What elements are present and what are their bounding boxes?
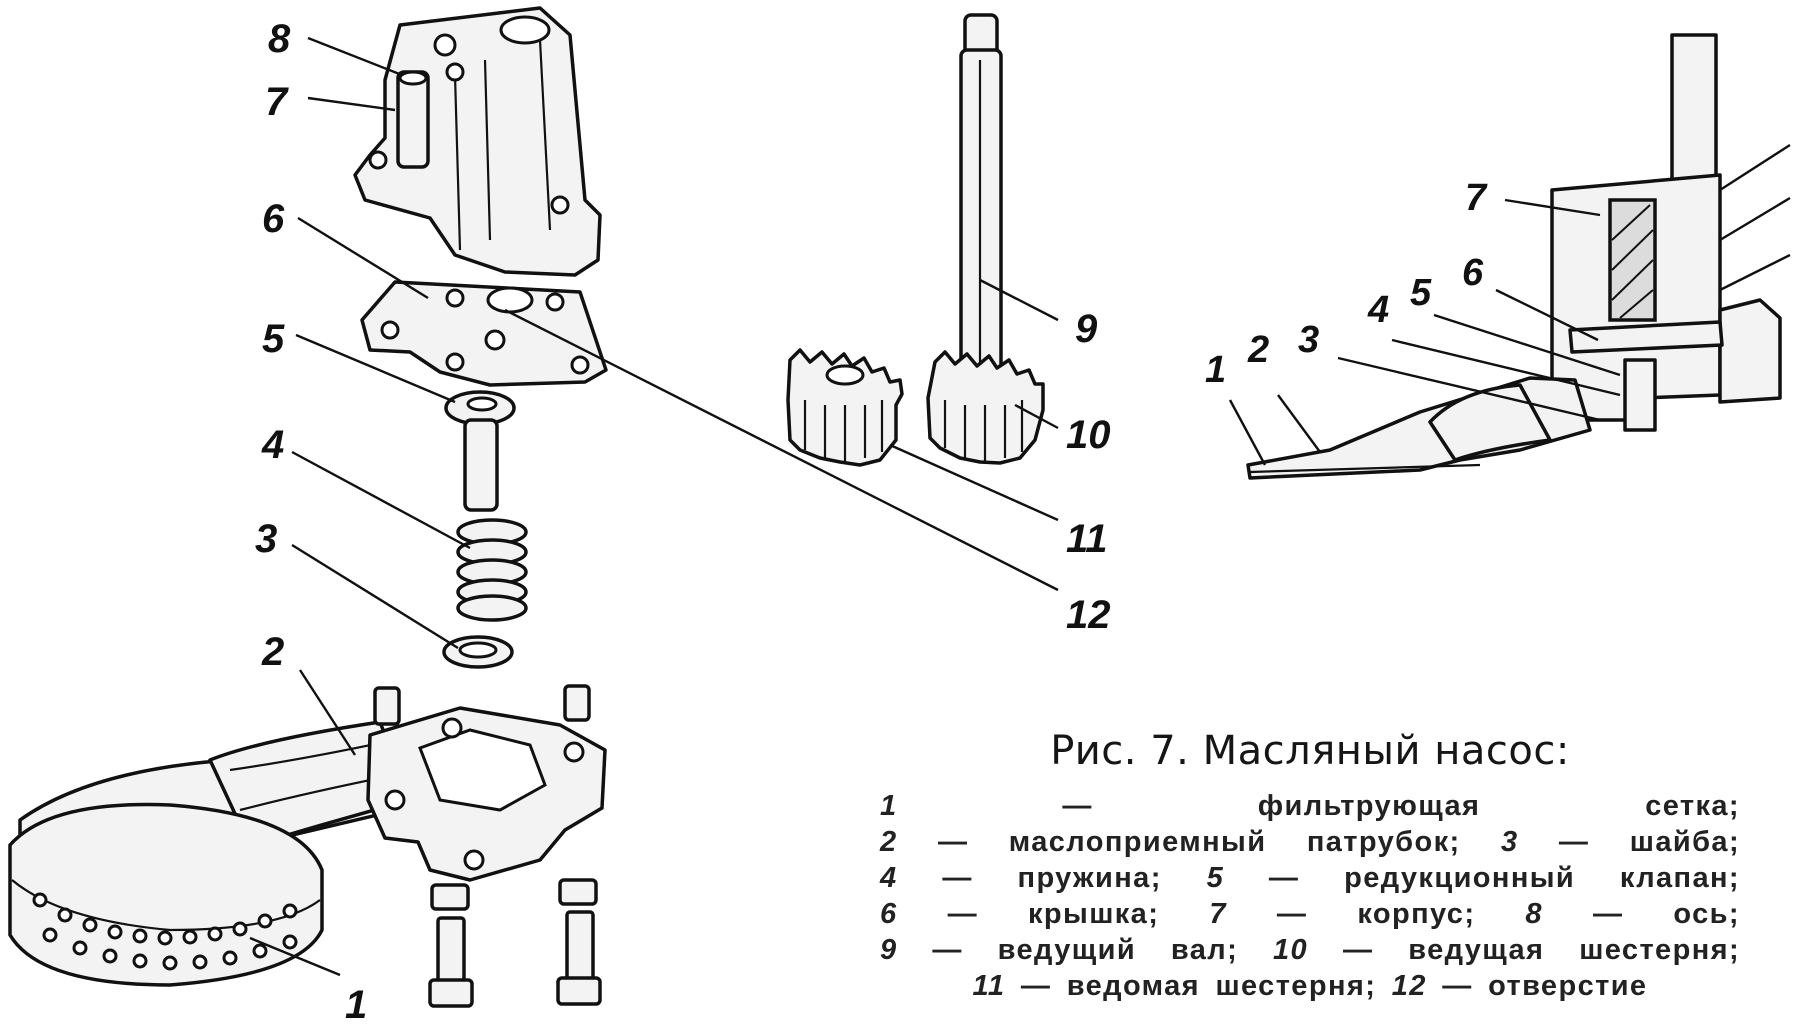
legend-text: пружина xyxy=(1017,862,1151,894)
section-callout-5: 5 xyxy=(1410,272,1432,314)
callout-10: 10 xyxy=(1066,413,1111,457)
section-callout-6: 6 xyxy=(1462,252,1484,294)
legend-text: ось xyxy=(1673,898,1729,930)
section-callouts: 7 6 5 4 3 2 1 xyxy=(1205,177,1488,391)
legend-text: редукционный клапан xyxy=(1344,862,1729,894)
pump-cover xyxy=(360,280,608,387)
section-callout-7: 7 xyxy=(1465,177,1488,219)
legend-text: ведущая шестерня xyxy=(1408,934,1729,966)
legend-separator: — xyxy=(897,790,1258,822)
legend-number: 11 xyxy=(972,970,1006,1002)
legend-number: 9 xyxy=(880,934,898,966)
legend-delimiter: ; xyxy=(1728,790,1740,822)
callout-3: 3 xyxy=(255,517,277,561)
exploded-callouts: 8 7 6 5 4 3 2 1 9 10 11 12 xyxy=(255,17,1111,1027)
legend-text: ведомая шестерня xyxy=(1066,970,1366,1002)
legend-item: 1 — фильтрующая сетка xyxy=(880,790,1729,822)
washer xyxy=(442,635,514,669)
legend-separator: — xyxy=(897,826,1009,858)
legend-separator: — xyxy=(897,898,1028,930)
legend-text: крышка xyxy=(1028,898,1149,930)
callout-5: 5 xyxy=(262,317,285,361)
caption-title: Рис. 7. Масляный насос: xyxy=(1050,728,1570,774)
legend-number: 2 xyxy=(880,826,898,858)
legend-delimiter: ; xyxy=(1365,970,1392,1002)
legend-item: 9 — ведущий вал xyxy=(880,934,1227,966)
callout-2: 2 xyxy=(261,630,284,674)
legend-separator: — xyxy=(1542,898,1674,930)
legend-separator: — xyxy=(897,934,998,966)
callout-8: 8 xyxy=(268,17,291,61)
legend-separator: — xyxy=(1224,862,1345,894)
legend-item: 5 — редукционный клапан xyxy=(1207,862,1729,894)
legend-number: 6 xyxy=(880,898,898,930)
callout-6: 6 xyxy=(262,197,285,241)
legend-delimiter: ; xyxy=(1227,934,1274,966)
legend-item: 3 — шайба xyxy=(1501,826,1729,858)
callout-12: 12 xyxy=(1066,593,1111,637)
legend-separator: — xyxy=(1426,970,1489,1002)
figure-caption: Рис. 7. Масляный насос: 1 — фильтрующая … xyxy=(880,728,1740,1004)
legend-number: 3 xyxy=(1500,826,1519,858)
legend-text: ведущий вал xyxy=(997,934,1228,966)
legend-text: маслоприемный патрубок xyxy=(1008,826,1450,858)
spring xyxy=(456,518,528,622)
legend-delimiter: ; xyxy=(1728,934,1741,966)
legend-item: 4 — пружина xyxy=(880,862,1151,894)
callout-11: 11 xyxy=(1066,517,1108,561)
legend-number: 8 xyxy=(1525,898,1543,930)
legend-text: шайба xyxy=(1629,826,1729,858)
callout-7: 7 xyxy=(265,80,289,124)
legend-number: 4 xyxy=(880,862,898,894)
legend-item: 11 — ведомая шестерня xyxy=(973,970,1366,1002)
legend-delimiter: ; xyxy=(1148,898,1210,930)
section-callout-3: 3 xyxy=(1298,319,1319,361)
callout-9: 9 xyxy=(1075,307,1098,351)
legend-delimiter: ; xyxy=(1150,862,1207,894)
legend-delimiter: ; xyxy=(1728,862,1740,894)
legend-number: 1 xyxy=(880,790,898,822)
legend-text: фильтрующая сетка xyxy=(1257,790,1729,822)
pump-body xyxy=(353,6,602,277)
legend-separator: — xyxy=(1518,826,1630,858)
legend-delimiter: ; xyxy=(1728,826,1740,858)
caption-legend: 1 — фильтрующая сетка; 2 — маслоприемный… xyxy=(880,788,1740,1004)
legend-number: 10 xyxy=(1273,934,1309,966)
section-callout-2: 2 xyxy=(1247,329,1269,371)
fasteners xyxy=(373,684,602,1008)
legend-separator: — xyxy=(1005,970,1067,1002)
legend-text: отверстие xyxy=(1488,970,1648,1002)
callout-4: 4 xyxy=(261,423,284,467)
sectional-view xyxy=(1246,33,1782,480)
strainer-mesh xyxy=(32,892,298,971)
legend-item: 10 — ведущая шестерня xyxy=(1273,934,1729,966)
legend-item: 6 — крышка xyxy=(880,898,1148,930)
leader-lines xyxy=(249,36,1791,977)
legend-separator: — xyxy=(1226,898,1358,930)
legend-number: 7 xyxy=(1209,898,1227,930)
relief-valve xyxy=(444,390,516,512)
legend-number: 5 xyxy=(1206,862,1225,894)
legend-item: 2 — маслоприемный патрубок xyxy=(880,826,1450,858)
driven-gear xyxy=(786,348,904,467)
drive-gear xyxy=(926,350,1045,465)
legend-delimiter: ; xyxy=(1728,898,1740,930)
legend-separator: — xyxy=(1308,934,1409,966)
oil-intake-assembly xyxy=(8,706,607,987)
legend-text: корпус xyxy=(1357,898,1465,930)
section-callout-4: 4 xyxy=(1367,289,1389,331)
legend-separator: — xyxy=(897,862,1018,894)
callout-1: 1 xyxy=(345,983,367,1027)
section-callout-1: 1 xyxy=(1205,349,1226,391)
legend-number: 12 xyxy=(1391,970,1427,1002)
legend-delimiter: ; xyxy=(1449,826,1501,858)
drive-shaft xyxy=(959,13,1003,397)
legend-item: 8 — ось xyxy=(1525,898,1729,930)
legend-item: 7 — корпус xyxy=(1209,898,1464,930)
legend-delimiter: ; xyxy=(1464,898,1526,930)
legend-item: 12 — отверстие xyxy=(1392,970,1648,1002)
